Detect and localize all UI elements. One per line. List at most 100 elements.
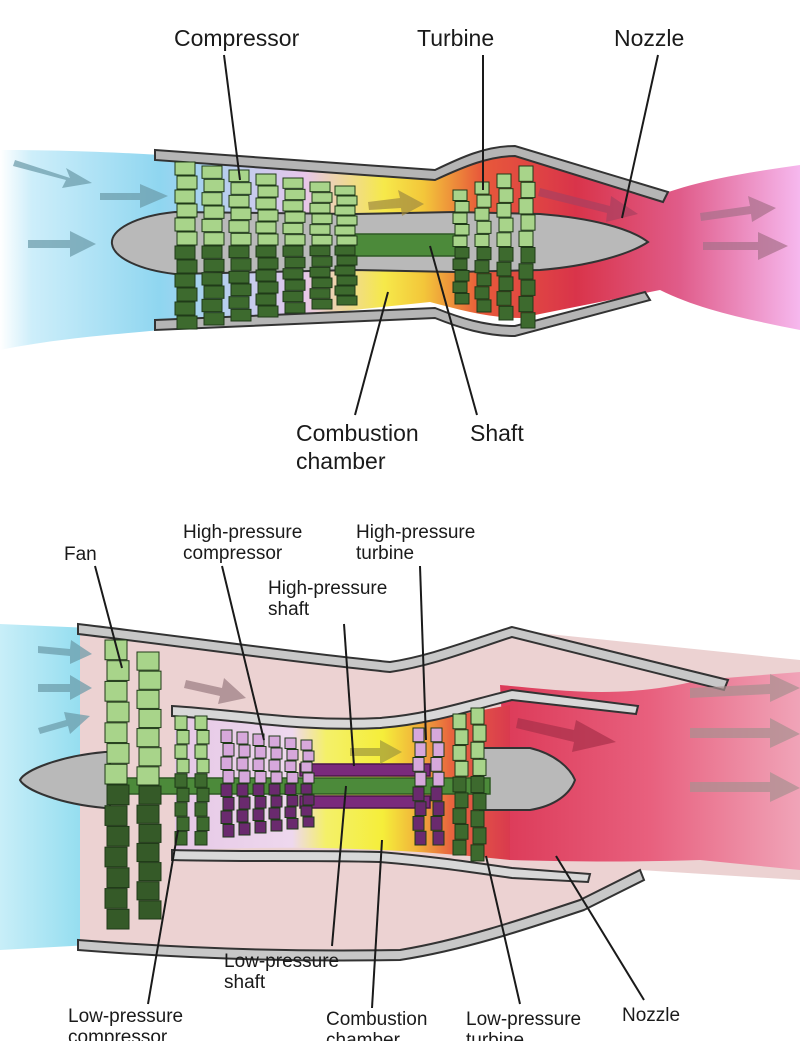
blade-segment bbox=[176, 231, 198, 246]
label-lp-compressor-line2: compressor bbox=[68, 1027, 168, 1041]
turbine-blade-column bbox=[474, 181, 492, 313]
blade-segment bbox=[236, 783, 249, 797]
blade-segment bbox=[430, 816, 443, 831]
blade-segment bbox=[106, 743, 130, 764]
blade-segment bbox=[414, 801, 427, 816]
blade-segment bbox=[498, 188, 514, 203]
blade-segment bbox=[286, 818, 299, 830]
blade-segment bbox=[334, 265, 356, 276]
turbofan-hp-shaft bbox=[299, 795, 431, 809]
blade-segment bbox=[496, 291, 512, 306]
blade-segment bbox=[176, 203, 198, 218]
blade-segment bbox=[472, 827, 487, 845]
blade-segment bbox=[452, 776, 467, 793]
blade-segment bbox=[412, 816, 425, 831]
blade-segment bbox=[174, 189, 196, 204]
blade-segment bbox=[496, 232, 512, 248]
leader-line bbox=[371, 839, 383, 1009]
blade-segment bbox=[472, 793, 487, 811]
blade-segment bbox=[309, 266, 331, 278]
intake-arrow bbox=[38, 640, 92, 664]
intake-arrow bbox=[38, 675, 92, 700]
label-lp-shaft-line1: Low-pressure bbox=[224, 951, 339, 972]
blade-segment bbox=[196, 816, 210, 832]
blade-segment bbox=[136, 881, 160, 901]
blade-segment bbox=[228, 194, 250, 208]
blade-segment bbox=[270, 747, 283, 760]
blade-segment bbox=[520, 214, 536, 231]
blade-segment bbox=[201, 272, 223, 286]
blade-segment bbox=[334, 285, 356, 296]
blade-segment bbox=[282, 200, 304, 212]
blade-segment bbox=[222, 770, 235, 784]
blade-segment bbox=[412, 727, 425, 743]
blade-segment bbox=[220, 783, 233, 797]
blade-segment bbox=[257, 281, 279, 294]
blade-segment bbox=[104, 680, 128, 702]
lp-turbine-blade-column bbox=[470, 707, 487, 862]
blade-segment bbox=[282, 268, 304, 280]
blade-segment bbox=[309, 245, 331, 257]
blade-segment bbox=[270, 771, 283, 784]
blade-segment bbox=[472, 758, 487, 776]
blade-segment bbox=[228, 270, 250, 284]
blade-segment bbox=[194, 744, 208, 759]
blade-segment bbox=[230, 283, 252, 297]
leader-line bbox=[343, 623, 355, 767]
blade-segment bbox=[270, 795, 283, 808]
blade-segment bbox=[334, 225, 356, 236]
blade-segment bbox=[176, 816, 190, 832]
blade-segment bbox=[106, 825, 130, 847]
blade-segment bbox=[454, 247, 470, 259]
blade-segment bbox=[520, 279, 536, 296]
leader-line bbox=[429, 245, 478, 416]
blade-segment bbox=[106, 701, 130, 723]
blade-segment bbox=[470, 810, 485, 828]
blade-segment bbox=[268, 759, 281, 772]
blade-segment bbox=[284, 760, 297, 772]
blade-segment bbox=[311, 298, 333, 310]
blade-segment bbox=[518, 230, 534, 247]
leader-line bbox=[485, 855, 521, 1005]
blade-segment bbox=[176, 787, 190, 803]
intake-arrow bbox=[28, 231, 96, 257]
blade-segment bbox=[138, 670, 162, 690]
blade-segment bbox=[414, 830, 427, 846]
label-fan: Fan bbox=[64, 544, 97, 565]
blade-segment bbox=[282, 245, 304, 257]
blade-segment bbox=[104, 805, 128, 826]
label-hp-compressor-line1: High-pressure bbox=[183, 522, 302, 543]
blade-segment bbox=[104, 763, 128, 785]
turbojet-turbine bbox=[452, 165, 536, 329]
label-hp-shaft-line2: shaft bbox=[268, 599, 310, 620]
blade-segment bbox=[334, 205, 356, 216]
blade-segment bbox=[104, 639, 128, 661]
fan-blade-column bbox=[104, 639, 130, 930]
blade-segment bbox=[230, 182, 252, 195]
blade-segment bbox=[203, 258, 225, 273]
turbofan-core-casing-lower bbox=[171, 848, 592, 884]
blade-segment bbox=[174, 273, 196, 288]
turbojet-compressor bbox=[174, 161, 358, 330]
blade-segment bbox=[518, 263, 534, 280]
turbofan-hp-turbine bbox=[412, 727, 445, 846]
turbofan-exhaust bbox=[500, 672, 800, 870]
blade-segment bbox=[203, 205, 225, 219]
blade-segment bbox=[203, 285, 225, 299]
exhaust-arrow bbox=[538, 188, 638, 222]
blade-segment bbox=[432, 830, 445, 846]
intake-arrow bbox=[38, 712, 90, 734]
blade-segment bbox=[174, 161, 196, 176]
blade-segment bbox=[336, 195, 358, 206]
blade-segment bbox=[300, 783, 313, 795]
hp-compressor-blade-column bbox=[252, 733, 267, 834]
blade-segment bbox=[203, 232, 225, 246]
turbojet-shaft bbox=[344, 233, 466, 257]
bypass-exhaust-arrow bbox=[690, 772, 800, 802]
compressor-blade-column bbox=[228, 169, 252, 322]
blade-segment bbox=[284, 256, 306, 269]
turbine-blade-column bbox=[496, 173, 514, 321]
label-hp-compressor-line2: compressor bbox=[183, 543, 283, 564]
blade-segment bbox=[254, 746, 267, 759]
